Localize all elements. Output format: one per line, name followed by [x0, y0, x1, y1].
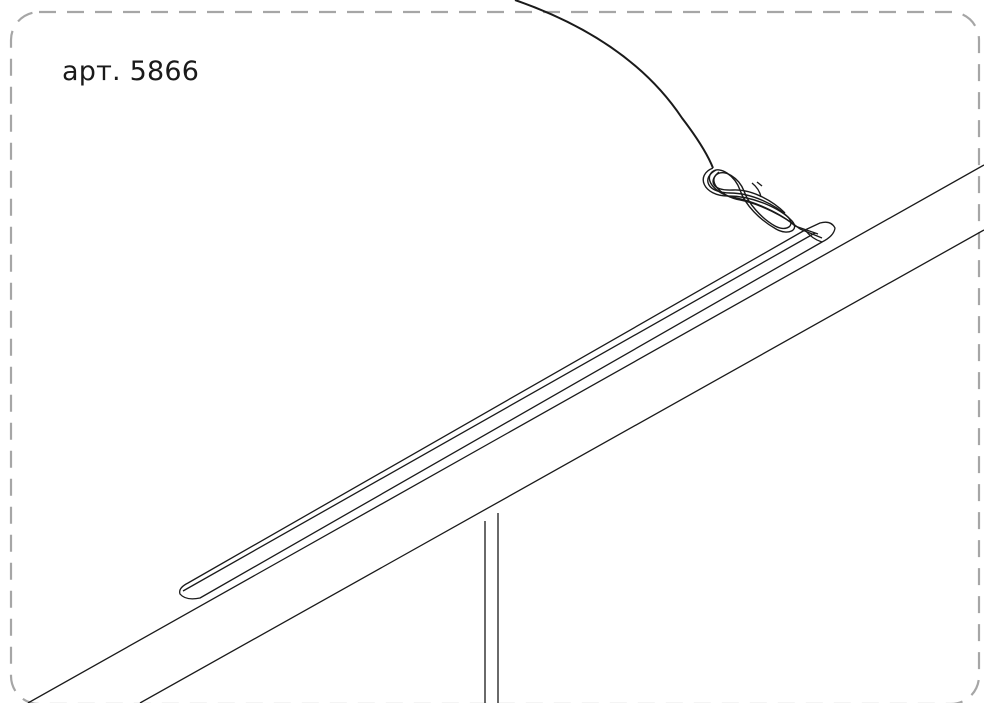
cable-groove	[179, 221, 836, 600]
table-edge-lower	[139, 229, 984, 703]
groove-outer	[179, 221, 836, 600]
table-edges	[27, 164, 984, 703]
wire-coil-icon	[702, 167, 823, 239]
wire-cable	[514, 0, 714, 169]
table-edge-upper	[27, 164, 984, 703]
dashed-frame	[9, 10, 981, 703]
table-leg	[484, 513, 499, 703]
article-number: арт. 5866	[62, 56, 200, 87]
groove-inner-line	[182, 232, 816, 592]
